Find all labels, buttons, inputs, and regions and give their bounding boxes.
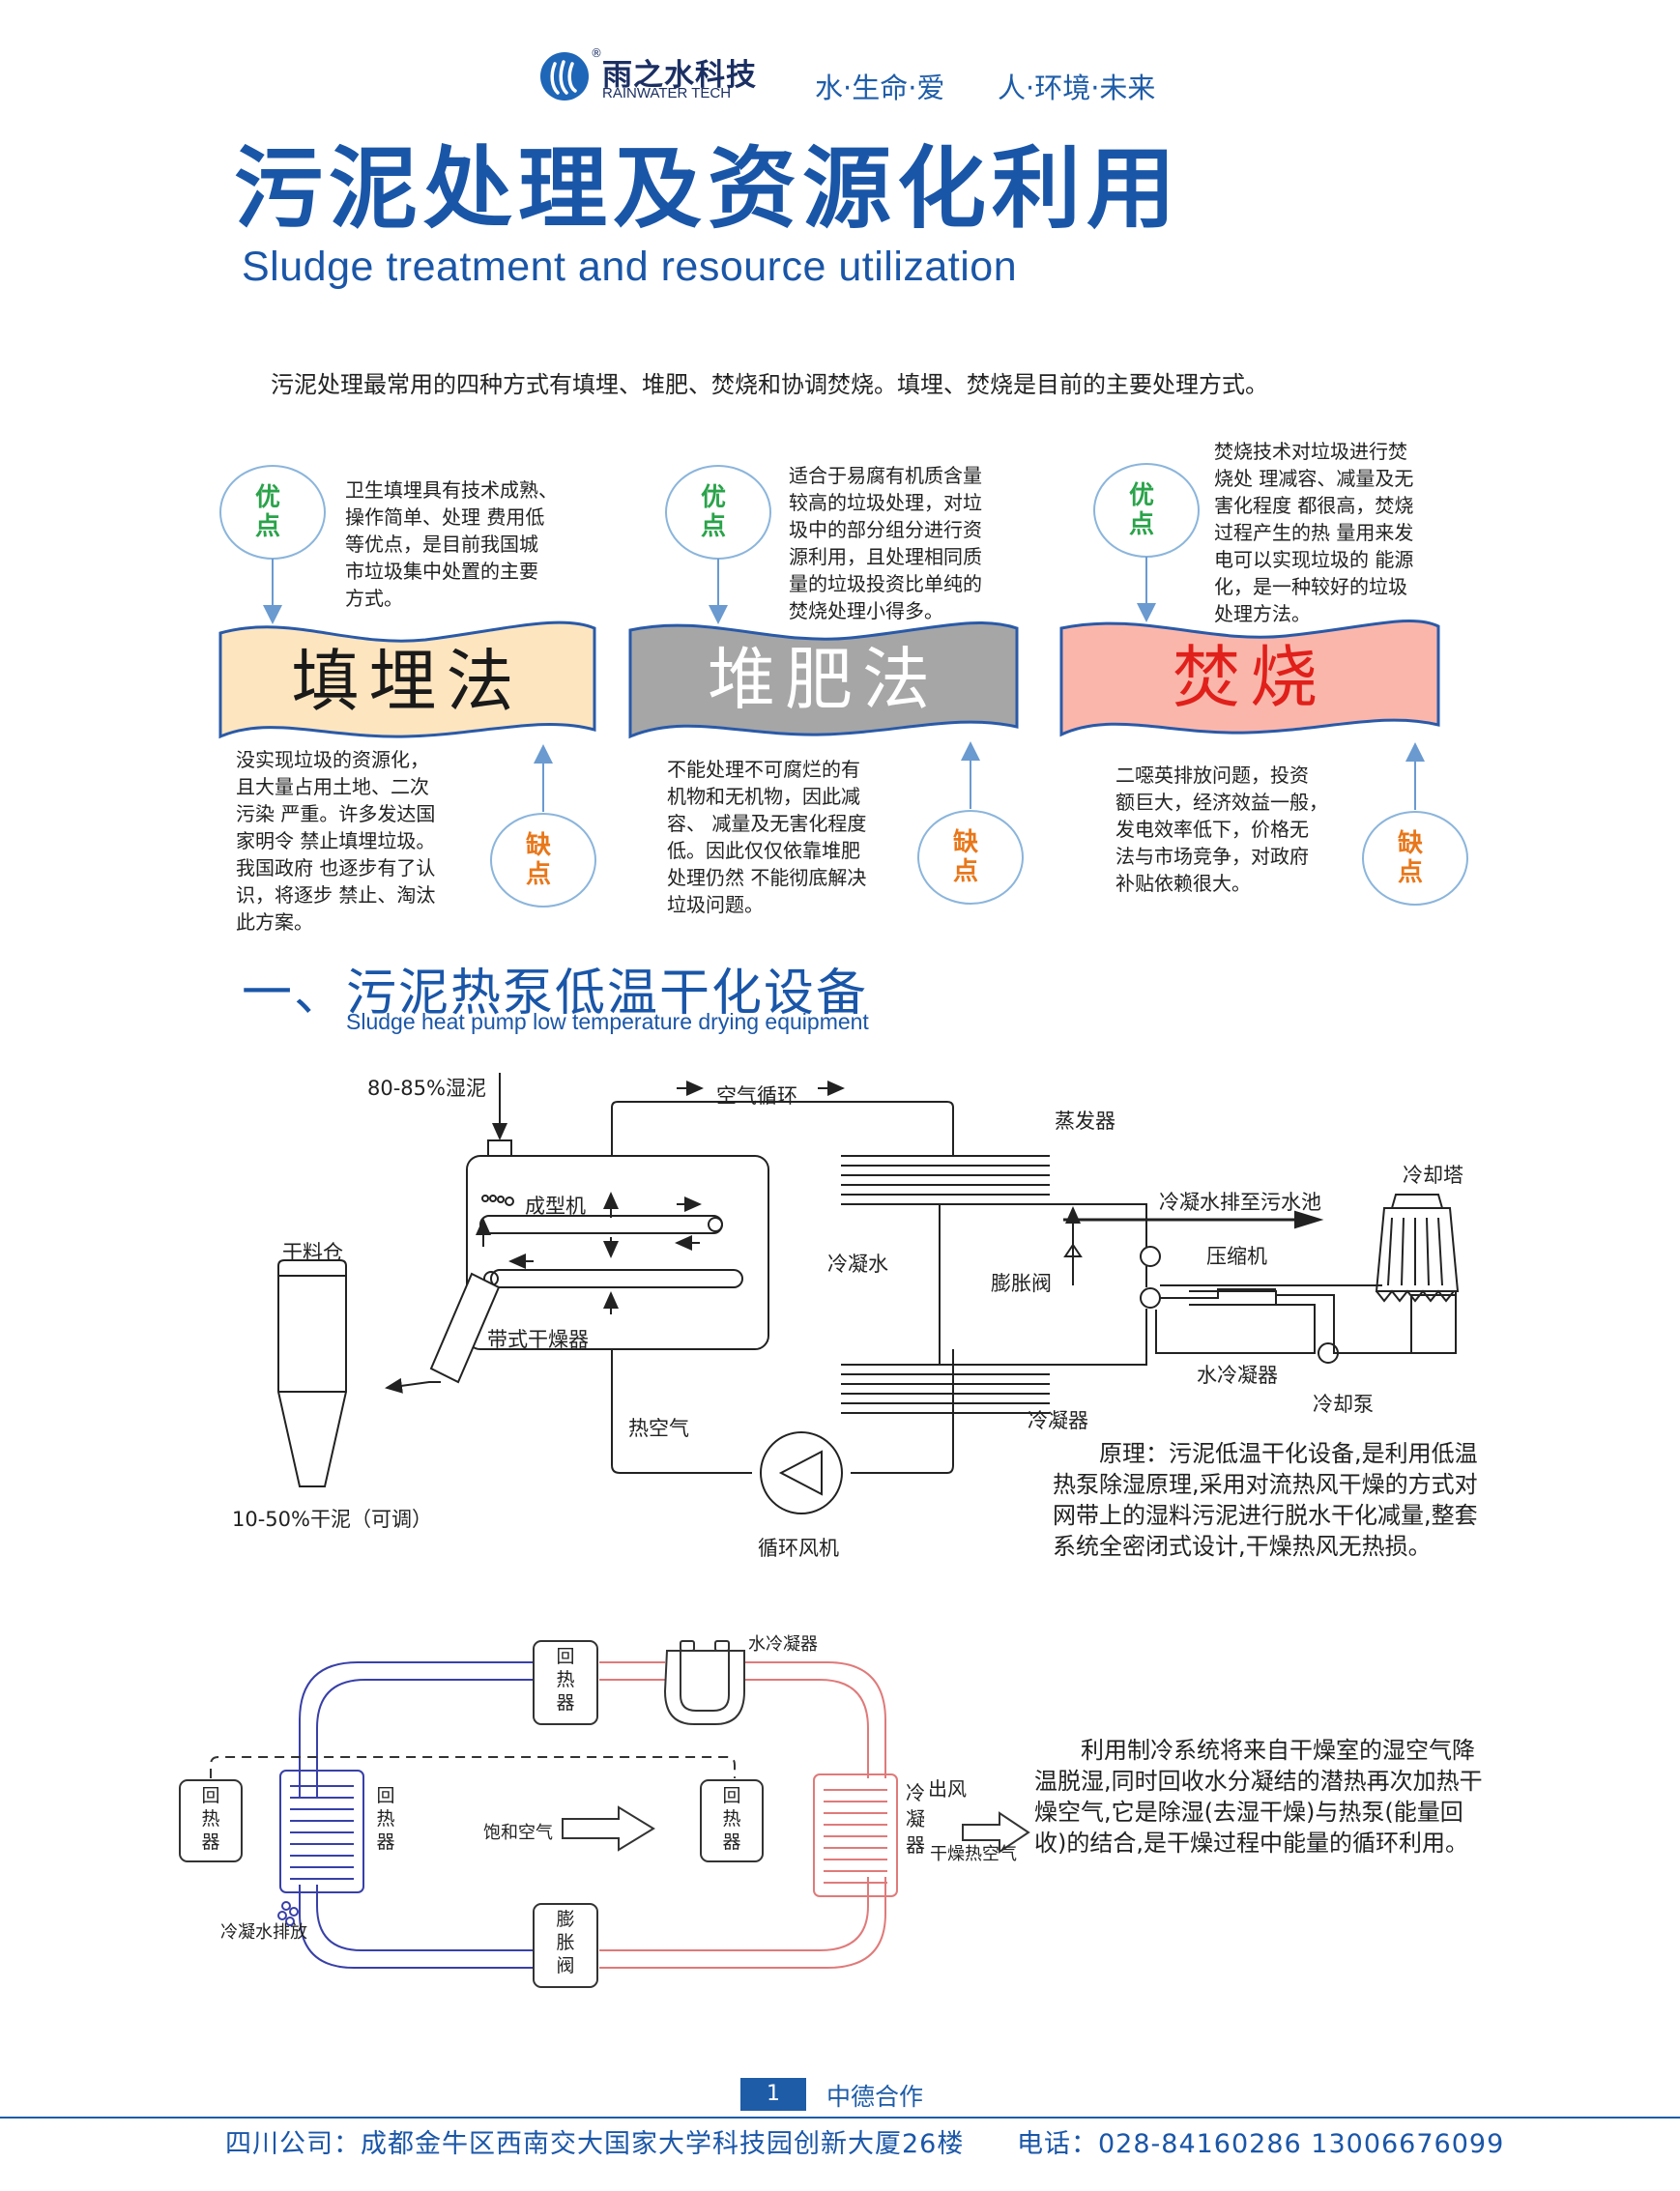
label-belt-dryer: 带式干燥器 bbox=[487, 1328, 589, 1351]
reheater-box-top bbox=[533, 1640, 598, 1725]
method-landfill-name: 填埋法 bbox=[291, 642, 524, 721]
cooling-tower-icon bbox=[1375, 1194, 1460, 1303]
landfill-cons: 没实现垃圾的资源化， 且大量占用土地、二次 污染 严重。许多发达国 家明令 禁止… bbox=[236, 748, 436, 934]
advantage-label-1: 优点 bbox=[255, 483, 281, 541]
label-circulation-fan: 循环风机 bbox=[758, 1537, 839, 1560]
slogan-people-environment-future: 人·环境·未来 bbox=[998, 72, 1156, 104]
disadvantage-label-3: 缺点 bbox=[1398, 829, 1424, 887]
condenser-coil-block bbox=[813, 1773, 898, 1897]
label-condensate-discharge: 冷凝水排放 bbox=[220, 1922, 307, 1943]
heat-pump-cycle-diagram bbox=[179, 1640, 1030, 1988]
label-dry-sludge: 10-50%干泥（可调） bbox=[232, 1508, 432, 1531]
registered-mark: ® bbox=[591, 46, 602, 60]
condenser-coil bbox=[841, 1364, 1050, 1414]
label-condenser: 冷凝器 bbox=[1028, 1409, 1088, 1432]
label-hot-air: 热空气 bbox=[628, 1417, 689, 1440]
footer-divider bbox=[0, 2117, 1680, 2119]
company-phone: 电话：028-84160286 13006676099 bbox=[1017, 2129, 1505, 2159]
principle-text: 原理：污泥低温干化设备,是利用低温热泵除湿原理,采用对流热风干燥的方式对网带上的… bbox=[1053, 1440, 1478, 1560]
label-cooling-pump: 冷却泵 bbox=[1313, 1393, 1374, 1416]
reheater-box-left bbox=[179, 1779, 243, 1862]
label-water-condenser-2: 水冷凝器 bbox=[748, 1634, 818, 1655]
label-dry-silo: 干料仓 bbox=[282, 1241, 343, 1264]
label-compressor: 压缩机 bbox=[1206, 1245, 1267, 1268]
label-reheater-top: 回热器 bbox=[556, 1646, 575, 1714]
water-condenser-icon bbox=[663, 1640, 745, 1725]
banner-compost bbox=[628, 620, 1019, 739]
label-wet-sludge: 80-85%湿泥 bbox=[367, 1077, 486, 1100]
dry-silo-icon bbox=[277, 1259, 347, 1487]
compost-pros: 适合于易腐有机质含量 较高的垃圾处理，对垃 圾中的部分组分进行资 源利用，且处理… bbox=[789, 464, 982, 622]
disadvantage-label-1: 缺点 bbox=[526, 831, 552, 889]
reheater-box-right bbox=[700, 1779, 764, 1862]
label-cooling-tower: 冷却塔 bbox=[1403, 1164, 1463, 1187]
outlet-air-arrow bbox=[962, 1811, 1030, 1854]
compost-cons: 不能处理不可腐烂的有 机物和无机物，因此减 容、 减量及无害化程度 低。因此仅仅… bbox=[667, 758, 867, 916]
section-title-en: Sludge heat pump low temperature drying … bbox=[346, 1009, 869, 1034]
belt-dryer-box bbox=[466, 1155, 769, 1350]
label-water-condenser: 水冷凝器 bbox=[1197, 1364, 1278, 1387]
label-saturated-air: 饱和空气 bbox=[483, 1823, 553, 1843]
page-title-en: Sludge treatment and resource utilizatio… bbox=[242, 244, 1018, 290]
disadvantage-label-2: 缺点 bbox=[953, 828, 979, 886]
slogan-water-life-love: 水·生命·爱 bbox=[815, 72, 945, 104]
rainwater-logo-icon bbox=[540, 52, 589, 101]
label-evaporator: 蒸发器 bbox=[1055, 1110, 1115, 1133]
water-droplet-icon bbox=[277, 1901, 299, 1926]
label-condensed-water: 冷凝水 bbox=[827, 1253, 888, 1276]
saturated-air-arrow bbox=[562, 1805, 655, 1852]
label-reheater-left: 回热器 bbox=[201, 1785, 220, 1853]
brand-name-en: RAINWATER TECH bbox=[602, 85, 732, 101]
circulation-fan-icon bbox=[760, 1431, 843, 1514]
label-reheater-right: 回热器 bbox=[722, 1785, 741, 1853]
expansion-valve-box bbox=[533, 1903, 598, 1988]
method-compost-name: 堆肥法 bbox=[708, 640, 940, 719]
evaporator-coil-block bbox=[279, 1770, 364, 1893]
label-expansion-valve: 膨胀阀 bbox=[991, 1272, 1052, 1295]
disadvantage-circle-2 bbox=[917, 810, 1024, 905]
methods-graphics bbox=[218, 463, 1468, 908]
banner-landfill bbox=[218, 620, 596, 739]
intro-paragraph: 污泥处理最常用的四种方式有填埋、堆肥、焚烧和协调焚烧。填埋、焚烧是目前的主要处理… bbox=[271, 371, 1268, 398]
partner-label: 中德合作 bbox=[826, 2083, 924, 2111]
company-address: 四川公司：成都金牛区西南交大国家大学科技园创新大厦26楼 bbox=[225, 2129, 965, 2159]
advantage-label-3: 优点 bbox=[1129, 481, 1155, 539]
banner-incineration bbox=[1059, 619, 1440, 737]
label-outlet-air: 出风 bbox=[928, 1777, 967, 1801]
label-reheater-mid: 回热器 bbox=[376, 1785, 395, 1853]
method-incineration-name: 焚烧 bbox=[1173, 638, 1327, 717]
incineration-pros: 焚烧技术对垃圾进行焚 烧处 理减容、减量及无 害化程度 都很高，焚烧 过程产生的… bbox=[1214, 440, 1414, 625]
disadvantage-circle-3 bbox=[1362, 811, 1468, 906]
drying-equipment-diagram bbox=[277, 1073, 1460, 1514]
principle-text-2: 利用制冷系统将来自干燥室的湿空气降温脱湿,同时回收水分凝结的潜热再次加热干燥空气… bbox=[1034, 1737, 1483, 1857]
compressor-icon bbox=[1140, 1246, 1161, 1267]
landfill-pros: 卫生填埋具有技术成熟、 操作简单、处理 费用低 等优点，是目前我国城 市垃圾集中… bbox=[345, 478, 558, 610]
incineration-cons: 二噁英排放问题，投资 额巨大，经济效益一般， 发电效率低下，价格无 法与市场竞争… bbox=[1115, 764, 1328, 895]
label-air-cycle: 空气循环 bbox=[716, 1084, 797, 1108]
page-title: 污泥处理及资源化利用 bbox=[234, 137, 1182, 241]
label-forming-machine: 成型机 bbox=[525, 1195, 586, 1218]
label-expansion-valve-2: 膨胀阀 bbox=[556, 1909, 575, 1976]
brand-name-cn: 雨之水科技 bbox=[602, 58, 757, 93]
section-title: 一、污泥热泵低温干化设备 bbox=[242, 965, 869, 1023]
label-dry-hot-air: 干燥热空气 bbox=[930, 1844, 1017, 1864]
label-condensate-drain: 冷凝水排至污水池 bbox=[1159, 1191, 1321, 1214]
disadvantage-circle-1 bbox=[490, 813, 596, 908]
advantage-label-2: 优点 bbox=[701, 483, 727, 541]
label-condenser-vertical: 冷凝器 bbox=[906, 1781, 925, 1857]
cooling-pump-icon bbox=[1318, 1342, 1339, 1364]
evaporator-coil bbox=[841, 1155, 1050, 1205]
page-number: 1 bbox=[740, 2078, 806, 2111]
